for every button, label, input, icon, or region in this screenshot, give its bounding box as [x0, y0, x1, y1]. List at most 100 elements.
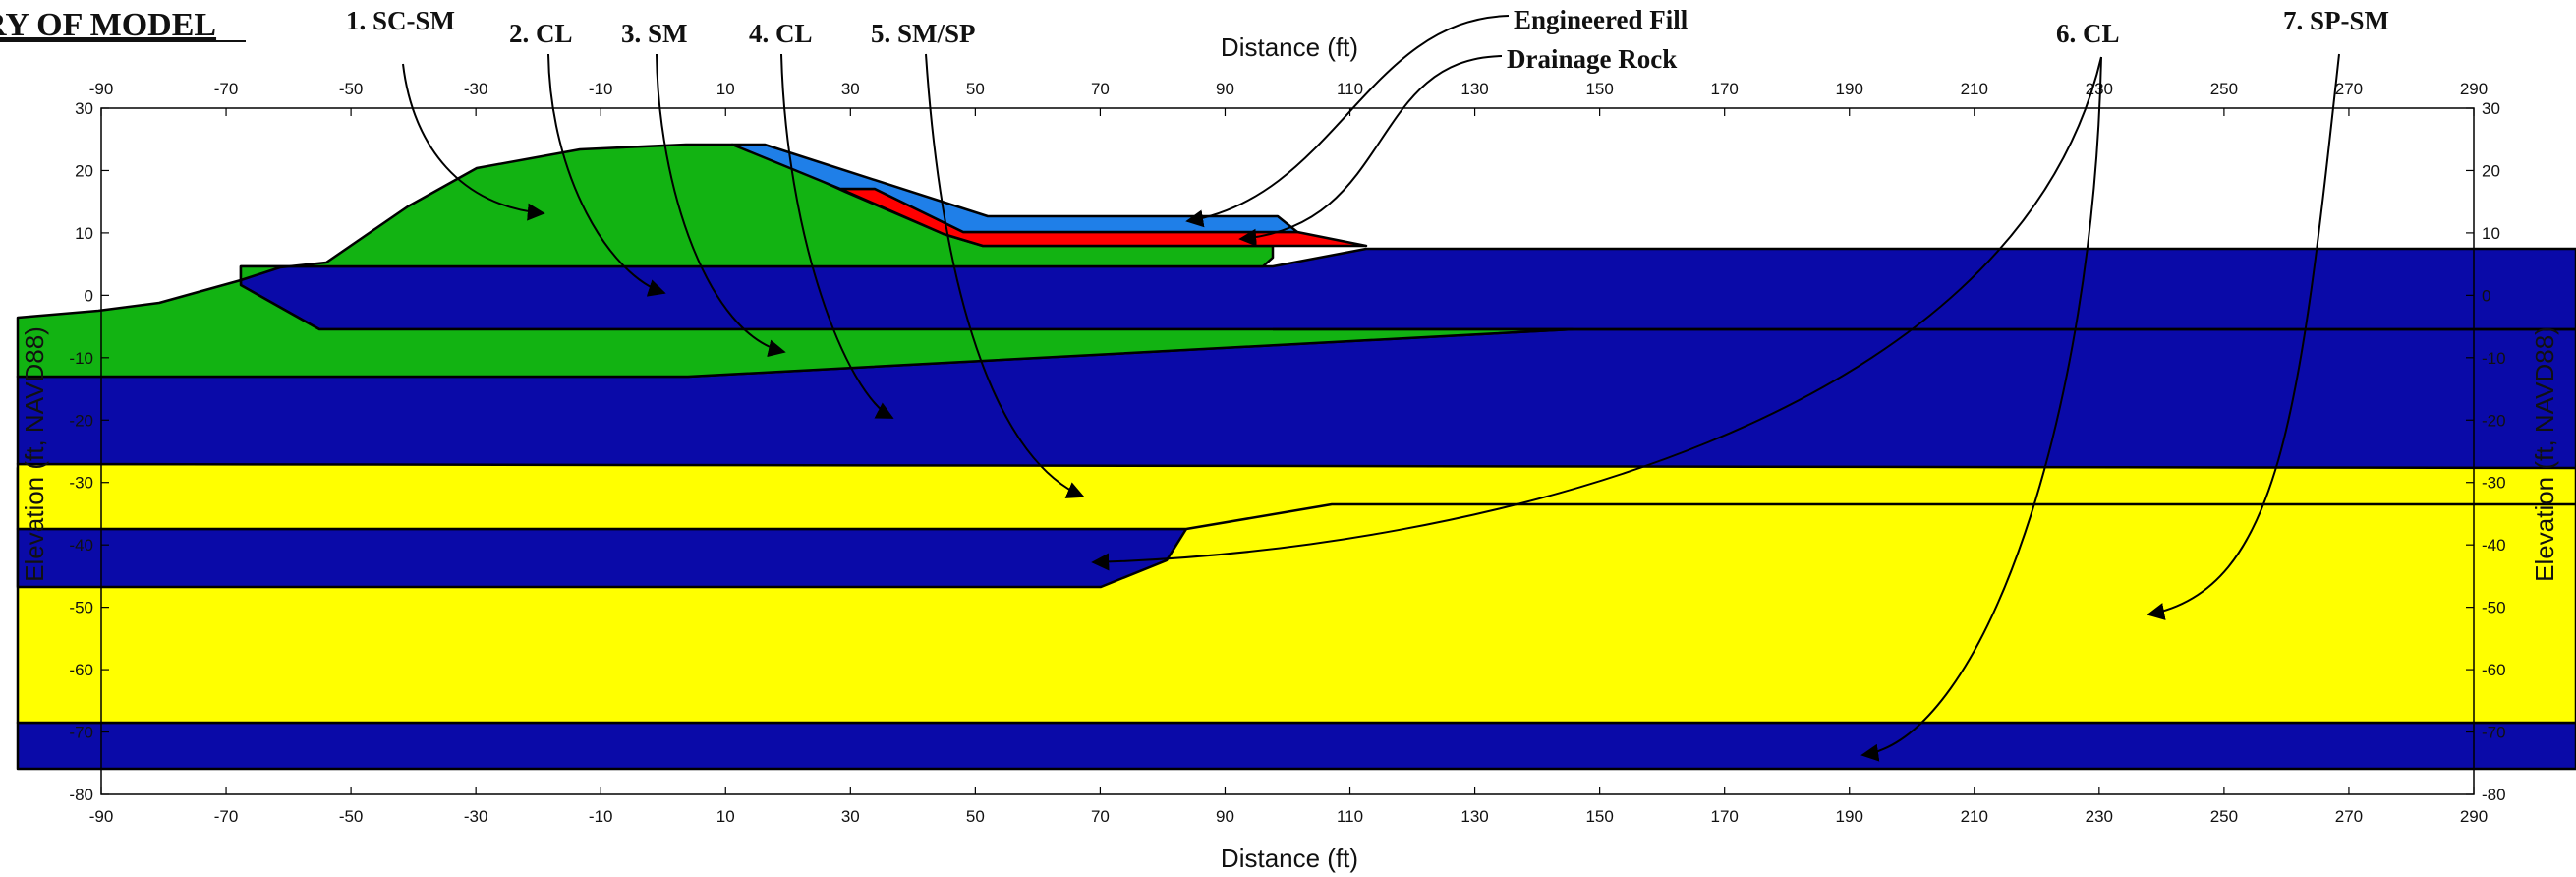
x-tick-label: 190 — [1836, 807, 1863, 826]
y-tick-label: 10 — [75, 224, 93, 243]
y-axis-title-left: Elevation (ft, NAVD88) — [20, 326, 49, 582]
leader-cl-2 — [547, 53, 666, 297]
x-tick-label: -30 — [464, 80, 488, 98]
callout-labels: 1. SC-SM 2. CL 3. SM 4. CL 5. SM/SP Engi… — [346, 5, 2389, 74]
label-cl-6: 6. CL — [2056, 19, 2120, 48]
y-tick-label: -60 — [2482, 661, 2506, 679]
x-tick-label: 130 — [1460, 80, 1488, 98]
x-tick-label: 210 — [1961, 807, 1988, 826]
leader-engineered-fill — [1185, 15, 1510, 228]
y-tick-label: -20 — [2482, 411, 2506, 430]
x-axis-title-top: Distance (ft) — [1221, 32, 1358, 62]
x-tick-label: 270 — [2335, 807, 2363, 826]
x-tick-label: 170 — [1710, 807, 1738, 826]
layer-3-sm-wedge — [16, 278, 1574, 379]
leader-sc-sm — [402, 63, 545, 221]
x-tick-label: 10 — [716, 80, 735, 98]
label-sc-sm: 1. SC-SM — [346, 6, 455, 35]
y-tick-label: -30 — [69, 474, 93, 493]
x-tick-label: -30 — [464, 807, 488, 826]
x-tick-label: 50 — [966, 807, 985, 826]
x-tick-label: -90 — [89, 80, 114, 98]
x-tick-label: 150 — [1585, 807, 1613, 826]
x-tick-label: 170 — [1710, 80, 1738, 98]
y-tick-label: -20 — [69, 411, 93, 430]
y-tick-label: -50 — [2482, 599, 2506, 617]
x-axis-title-bottom: Distance (ft) — [1221, 844, 1358, 873]
x-tick-label: 10 — [716, 807, 735, 826]
x-tick-label: 70 — [1091, 807, 1110, 826]
y-tick-label: -50 — [69, 599, 93, 617]
x-tick-label: 90 — [1216, 807, 1234, 826]
leader-sm-3 — [656, 53, 786, 358]
y-axis-title-right: Elevation (ft, NAVD88) — [2530, 326, 2559, 582]
layer-1-sc-sm-levee — [239, 143, 1275, 282]
x-tick-label: 150 — [1585, 80, 1613, 98]
x-tick-label: -50 — [339, 807, 364, 826]
label-cl-4: 4. CL — [749, 19, 813, 48]
x-tick-label: -10 — [589, 80, 613, 98]
layer-6-cl-lower-band — [16, 721, 2576, 771]
soil-layers — [16, 143, 2576, 771]
x-tick-label: -50 — [339, 80, 364, 98]
label-sm-3: 3. SM — [621, 19, 688, 48]
y-tick-label: 20 — [2482, 161, 2500, 180]
leader-arrows — [402, 15, 2340, 762]
y-tick-label: -10 — [69, 349, 93, 368]
y-tick-label: 10 — [2482, 224, 2500, 243]
label-sp-sm-7: 7. SP-SM — [2283, 6, 2389, 35]
y-tick-label: -60 — [69, 661, 93, 679]
page-heading: RY OF MODEL — [0, 7, 216, 43]
x-tick-label: 210 — [1961, 80, 1988, 98]
x-tick-label: 130 — [1460, 807, 1488, 826]
x-tick-label: 30 — [841, 807, 860, 826]
plot-frame — [100, 107, 2475, 795]
x-tick-label: 230 — [2086, 807, 2113, 826]
leader-cl-6-lens — [1091, 56, 2102, 571]
label-drainage-rock: Drainage Rock — [1507, 44, 1677, 74]
label-sm-sp-5: 5. SM/SP — [871, 19, 976, 48]
y-axis-right: 30 20 10 0 -10 -20 -30 -40 -50 -60 -70 -80 — [2466, 99, 2506, 804]
layer-5-sm-sp-upper-sand — [16, 462, 2576, 531]
leader-sm-sp-5 — [925, 53, 1085, 498]
layer-6-cl-lens — [16, 527, 1188, 589]
x-tick-label: -90 — [89, 807, 114, 826]
x-tick-label: -70 — [214, 807, 239, 826]
leader-cl-4 — [780, 53, 894, 419]
label-cl-2: 2. CL — [509, 19, 573, 48]
y-tick-label: 0 — [85, 286, 93, 305]
y-tick-label: 20 — [75, 161, 93, 180]
x-tick-label: 110 — [1337, 807, 1363, 826]
y-tick-label: -70 — [2482, 724, 2506, 742]
label-engineered-fill: Engineered Fill — [1514, 5, 1689, 34]
leader-sp-sm-7 — [2147, 53, 2340, 620]
x-tick-label: 250 — [2210, 80, 2238, 98]
x-tick-label: -70 — [214, 80, 239, 98]
x-tick-label: 290 — [2460, 80, 2488, 98]
y-tick-label: -40 — [69, 536, 93, 555]
x-tick-label: 270 — [2335, 80, 2363, 98]
leader-drainage-rock — [1238, 55, 1503, 247]
x-axis-bottom: -90 -70 -50 -30 -10 10 30 50 70 90 110 130 150 170 190… — [89, 787, 2488, 826]
x-tick-label: 50 — [966, 80, 985, 98]
x-tick-label: 290 — [2460, 807, 2488, 826]
x-tick-label: 110 — [1337, 80, 1363, 98]
y-tick-label: -10 — [2482, 349, 2506, 368]
y-tick-label: -70 — [69, 724, 93, 742]
leader-cl-6-lower — [1860, 56, 2102, 762]
x-tick-label: 70 — [1091, 80, 1110, 98]
y-tick-label: -40 — [2482, 536, 2506, 555]
x-tick-label: -10 — [589, 807, 613, 826]
x-tick-label: 230 — [2086, 80, 2113, 98]
y-tick-label: 30 — [2482, 99, 2500, 118]
x-tick-label: 250 — [2210, 807, 2238, 826]
y-tick-label: -80 — [69, 786, 93, 804]
y-tick-label: 0 — [2482, 286, 2490, 305]
x-tick-label: 30 — [841, 80, 860, 98]
y-tick-label: -30 — [2482, 474, 2506, 493]
x-tick-label: 90 — [1216, 80, 1234, 98]
y-tick-label: -80 — [2482, 786, 2506, 804]
